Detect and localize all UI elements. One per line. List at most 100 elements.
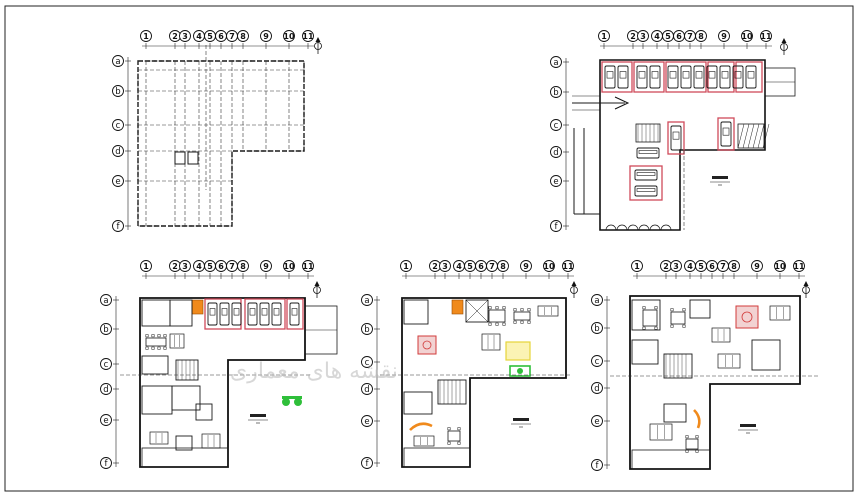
chair <box>520 308 524 312</box>
row-bubble <box>100 414 112 426</box>
column-label: 7 <box>489 262 495 271</box>
car-icon <box>604 65 616 89</box>
row-label: d <box>594 384 599 394</box>
car-windshield <box>209 308 216 316</box>
column-bubble <box>760 30 772 42</box>
column-label: 6 <box>709 262 715 271</box>
row-bubble <box>112 175 124 187</box>
column-label: 11 <box>793 262 805 271</box>
car-windshield <box>619 71 627 79</box>
dining-table <box>145 337 167 347</box>
column-bubble <box>695 30 707 42</box>
car-windshield <box>672 131 680 140</box>
row-bubble <box>591 415 603 427</box>
car-icon <box>289 302 300 326</box>
car-windshield <box>695 71 703 79</box>
column-label: 11 <box>562 262 574 271</box>
column-label: 10 <box>283 32 295 41</box>
coffee-table <box>413 435 435 447</box>
stall-arc <box>638 224 650 231</box>
row-bubble <box>591 322 603 334</box>
column-bubble <box>302 30 314 42</box>
row-label: b <box>594 324 599 334</box>
chair <box>488 322 492 326</box>
parking-stall-group <box>286 298 304 330</box>
column-label: 2 <box>663 262 669 271</box>
column-label: 4 <box>687 262 693 271</box>
column-bubble <box>283 260 295 272</box>
row-bubble <box>361 457 373 469</box>
column-label: 2 <box>630 32 636 41</box>
row-label: a <box>553 58 558 68</box>
chair <box>502 306 506 310</box>
column-bubble <box>543 260 555 272</box>
column-label: 8 <box>240 262 246 271</box>
car-windshield <box>669 71 677 79</box>
row-bubble <box>591 294 603 306</box>
row-label: d <box>115 147 120 157</box>
column-bubble <box>140 260 152 272</box>
car-windshield <box>233 308 240 316</box>
plant-icon <box>282 398 290 406</box>
stall-arc <box>605 224 617 231</box>
row-bubble <box>550 119 562 131</box>
row-bubble <box>100 294 112 306</box>
chair <box>157 346 161 350</box>
title-block-mark <box>712 176 728 179</box>
column-bubble <box>302 260 314 272</box>
car-icon <box>649 65 661 89</box>
room-outline <box>631 339 659 365</box>
car-windshield <box>636 172 656 176</box>
row-label: a <box>364 296 369 306</box>
north-arrow-head <box>571 281 577 286</box>
column-label: 3 <box>182 262 188 271</box>
chair <box>642 306 646 310</box>
column-bubble <box>439 260 451 272</box>
column-label: 3 <box>442 262 448 271</box>
row-label: e <box>115 177 120 187</box>
parking-stall-group <box>633 61 665 93</box>
car-icon <box>680 65 692 89</box>
chair <box>682 308 686 312</box>
column-bubble <box>741 30 753 42</box>
chair <box>642 326 646 330</box>
planter-green-icon <box>509 365 531 377</box>
car-windshield <box>734 71 742 79</box>
room-outline <box>403 299 429 325</box>
row-bubble <box>361 294 373 306</box>
row-bubble <box>550 220 562 232</box>
chair <box>654 326 658 330</box>
row-label: c <box>116 121 121 131</box>
car-icon <box>219 302 230 326</box>
column-label: 10 <box>283 262 295 271</box>
hatch-line <box>747 123 755 149</box>
column-bubble <box>400 260 412 272</box>
row-label: a <box>103 296 108 306</box>
dining-table <box>670 311 686 325</box>
row-bubble <box>112 55 124 67</box>
column-bubble <box>670 260 682 272</box>
column-label: 4 <box>196 32 202 41</box>
column-bubble <box>237 30 249 42</box>
row-bubble <box>361 323 373 335</box>
chair <box>670 324 674 328</box>
column-bubble <box>237 260 249 272</box>
column-label: 9 <box>523 262 529 271</box>
car-icon <box>634 169 658 181</box>
stair <box>635 123 661 143</box>
row-label: b <box>103 325 108 335</box>
column-label: 8 <box>500 262 506 271</box>
watermark-text: نقشه های معماری <box>230 359 398 384</box>
car-windshield <box>682 71 690 79</box>
sheet-border <box>4 5 854 492</box>
title-block-mark <box>513 418 529 421</box>
row-label: c <box>554 121 559 131</box>
column-bubble <box>728 260 740 272</box>
stall-arc <box>627 224 639 231</box>
row-bubble <box>591 382 603 394</box>
parking-stall-group <box>629 165 663 201</box>
chair <box>447 441 451 445</box>
